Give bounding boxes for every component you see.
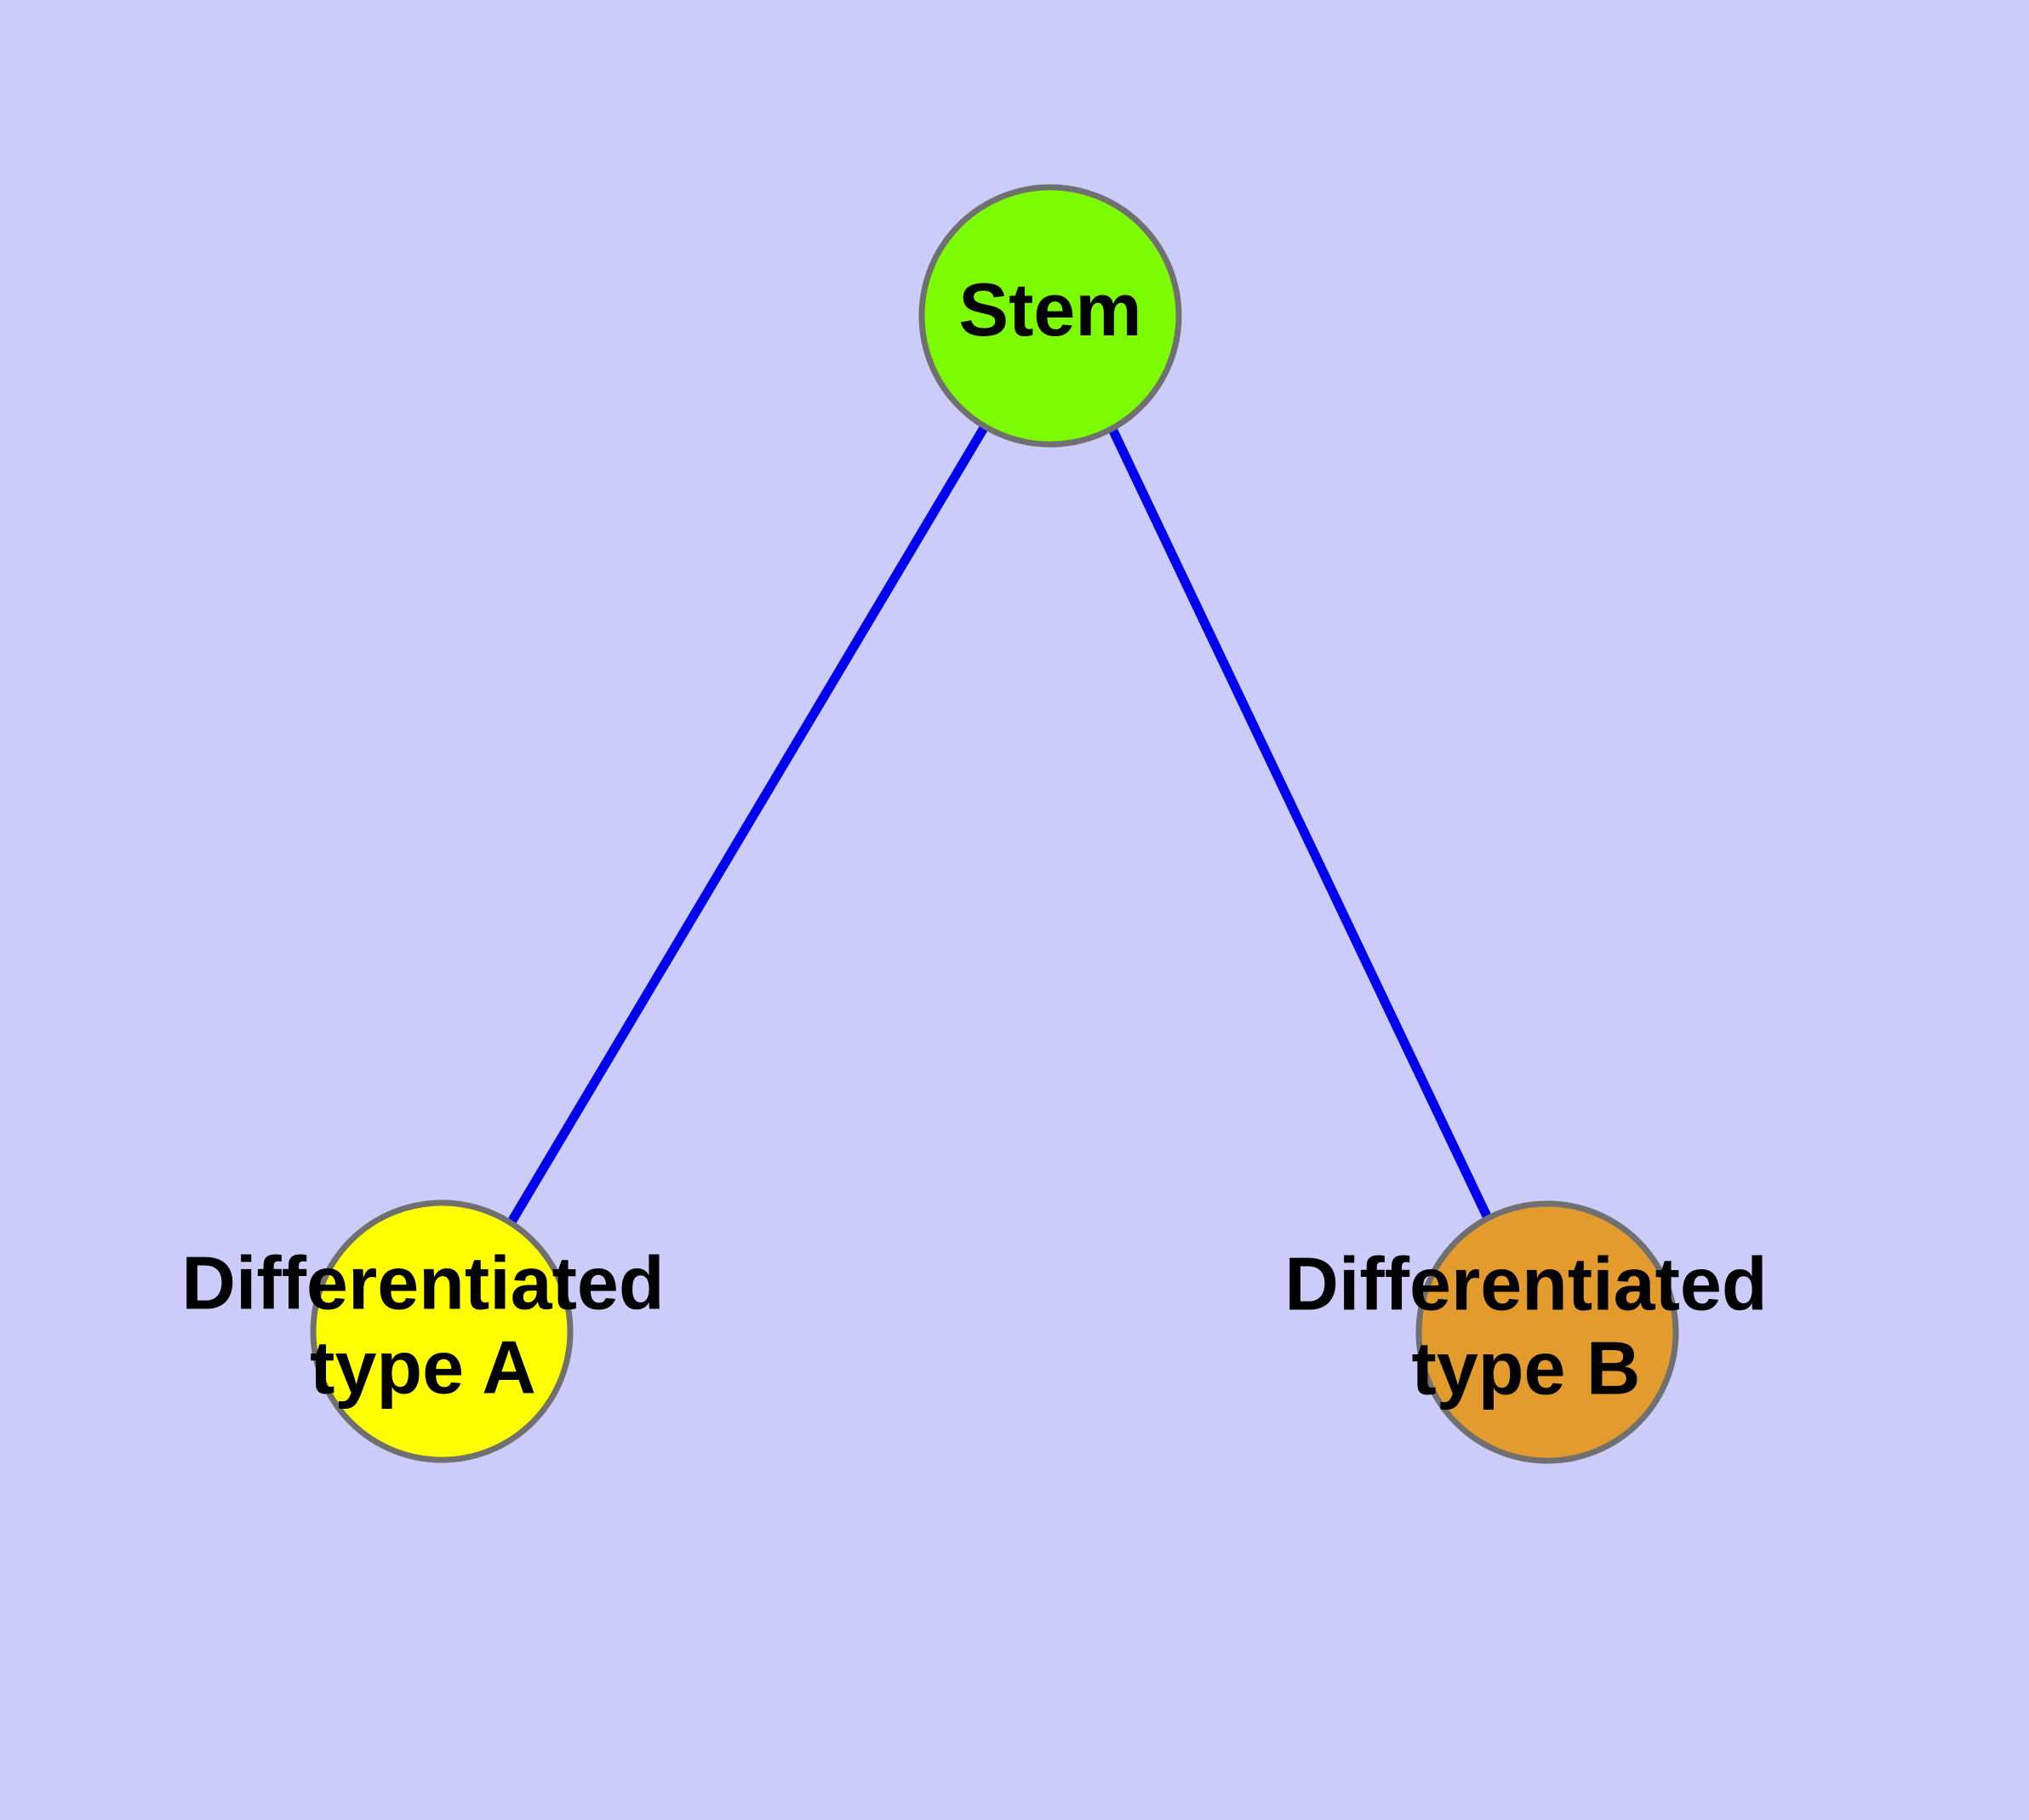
node-diff-a[interactable]: [310, 1199, 574, 1463]
edge-stem-to-diff-a[interactable]: [506, 424, 989, 1226]
node-stem-label: Stem: [958, 267, 1141, 352]
edge-stem-to-diff-b[interactable]: [1109, 428, 1494, 1224]
node-stem[interactable]: [918, 184, 1182, 448]
node-diff-b[interactable]: [1415, 1200, 1679, 1464]
